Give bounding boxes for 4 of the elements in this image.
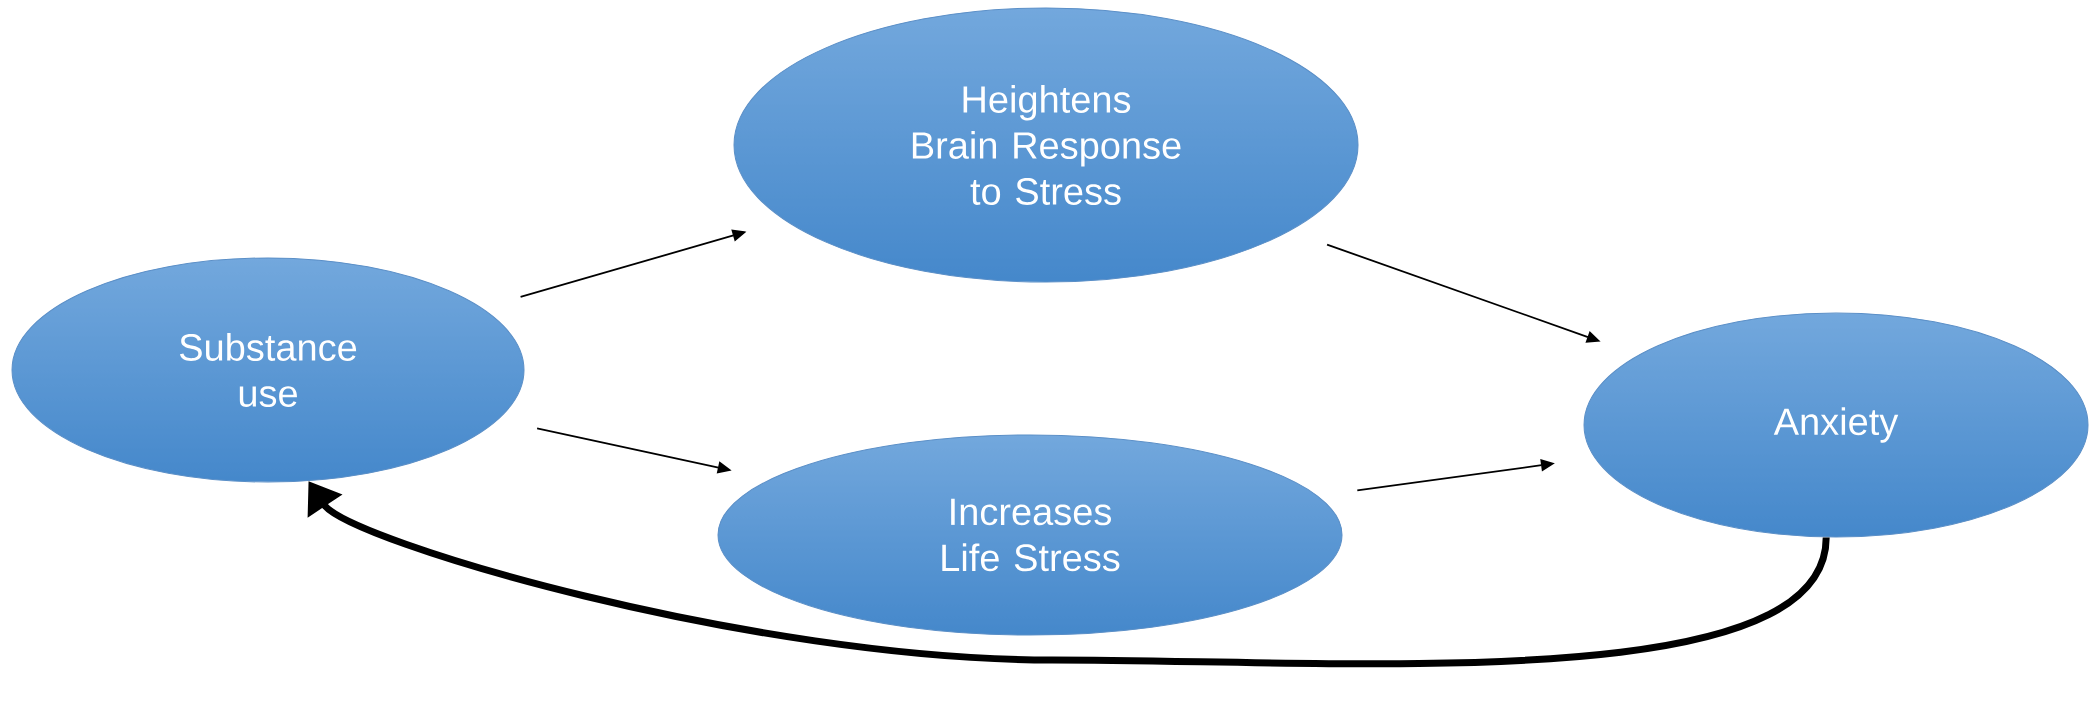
ellipse-node: Anxiety (1583, 312, 2089, 538)
ellipse-node: Heightens Brain Response to Stress (733, 7, 1359, 283)
ellipse-node: Increases Life Stress (717, 434, 1343, 636)
ellipse-node: Substance use (11, 257, 525, 483)
